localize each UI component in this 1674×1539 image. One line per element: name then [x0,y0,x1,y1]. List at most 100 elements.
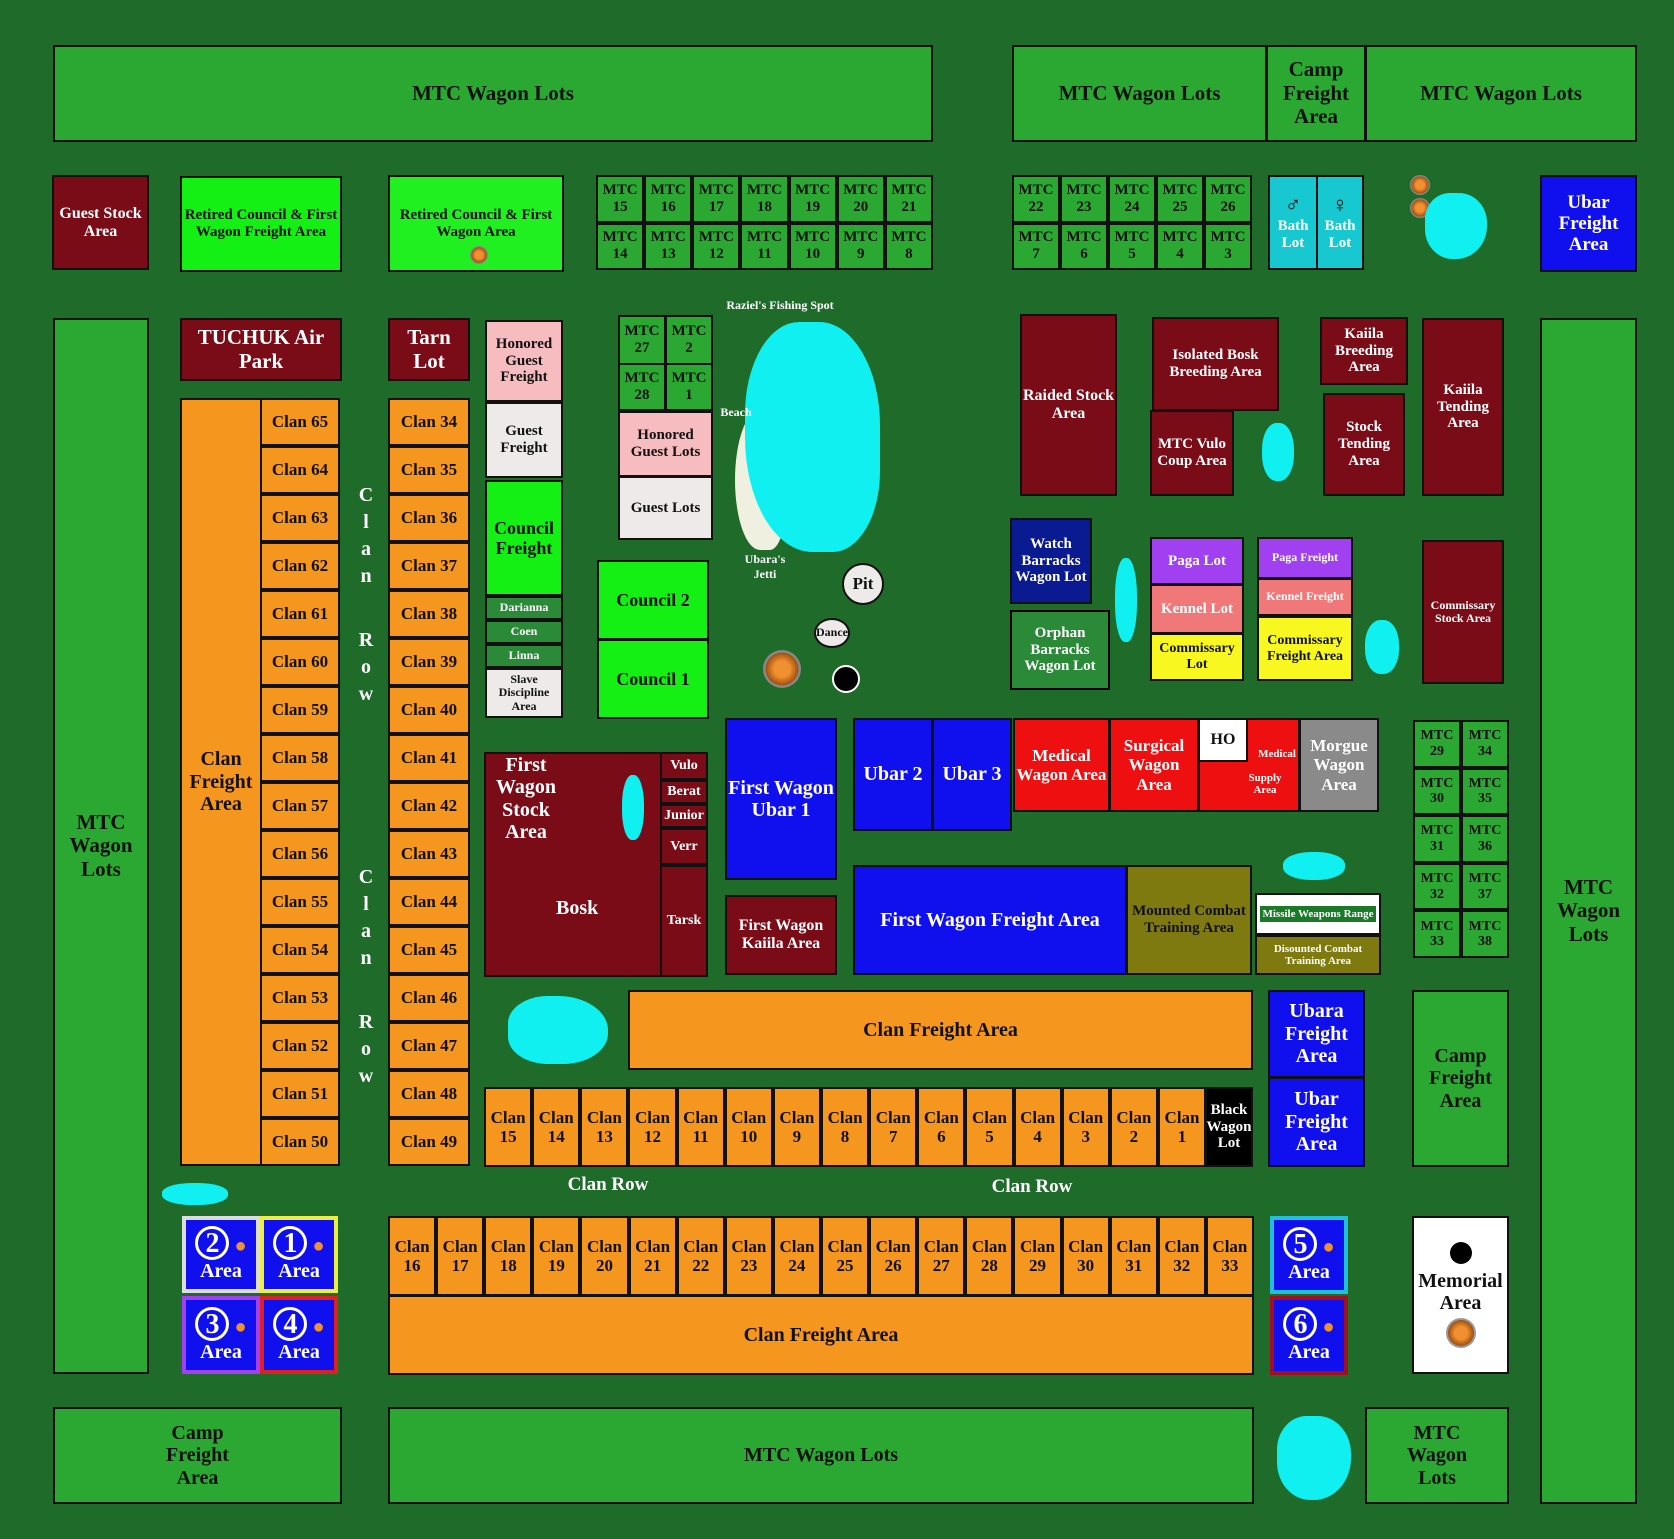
mtc-lot: MTC 9 [836,222,885,270]
mtc-lot: MTC 6 [1060,222,1108,270]
stock-tending-area: Stock Tending Area [1323,393,1405,496]
memorial-area: Memorial Area [1412,1216,1509,1374]
guest-lots: Guest Lots [618,476,713,540]
mtc-lot: MTC 33 [1413,910,1461,958]
kennel-freight: Kennel Freight [1257,578,1353,616]
vulo-lot: Vulo [660,752,708,780]
clan-lot: Clan 57 [260,782,340,830]
skull-icon [1449,1241,1472,1264]
clan-lot: Clan 34 [388,398,470,446]
clan-lot: Clan 21 [628,1216,677,1296]
retired-council-freight: Retired Council & First Wagon Freight Ar… [180,176,342,272]
mtc-wagon-lots-bottom: MTC Wagon Lots [388,1407,1254,1504]
mtc-lot: MTC 35 [1461,767,1509,816]
clan-lot: Clan 38 [388,590,470,638]
clan-row-letter: C [358,484,374,506]
mtc-lot: MTC 19 [788,175,837,223]
clan-lot: Clan 53 [260,974,340,1022]
verr-lot: Verr [660,828,708,865]
junior-lot: Junior [660,804,708,828]
camp-freight-top: Camp Freight Area [1266,45,1366,142]
clan-lot: Clan 8 [820,1087,870,1167]
watch-barracks-wagon-lot: Watch Barracks Wagon Lot [1010,518,1092,604]
clan-lot: Clan 10 [724,1087,773,1167]
ubar-freight-area: Ubar Freight Area [1268,1077,1365,1167]
clan-row-letter: w [358,683,374,705]
tarn-lot: Tarn Lot [388,318,470,381]
clan-row-letter: o [361,656,371,678]
mtc-1: MTC 1 [665,363,713,411]
ubar-freight-top: Ubar Freight Area [1540,175,1637,272]
coen-lot: Coen [485,620,563,644]
area-3: 3 ●Area [182,1296,260,1374]
beach-label: Beach [720,405,752,419]
fire-pit-icon [1410,175,1430,195]
clan-lot: Clan 16 [388,1216,437,1296]
bath-lot-2: ♀Bath Lot [1316,175,1364,270]
mtc-lot: MTC 17 [692,175,741,223]
pond [1277,1416,1351,1500]
clan-row-letter: n [360,565,372,587]
mtc-lot: MTC 13 [644,222,693,270]
ubar-2: Ubar 2 [853,718,933,831]
mtc-lot: MTC 11 [740,222,789,270]
clan-lot: Clan 54 [260,926,340,974]
mtc-wagon-lots-top-left: MTC Wagon Lots [53,45,933,142]
clan-lot: Clan 36 [388,494,470,542]
mtc-lot: MTC 15 [596,175,645,223]
female-icon: ♀ [1331,192,1349,218]
first-wagon-kaiila-area: First Wagon Kaiila Area [725,895,837,975]
orphan-barracks-wagon-lot: Orphan Barracks Wagon Lot [1010,610,1110,690]
clan-lot: Clan 39 [388,638,470,686]
mtc-lot: MTC 31 [1413,815,1461,863]
clan-row-letter: C [358,866,374,888]
mtc-27: MTC 27 [618,315,666,365]
clan-lot: Clan 17 [436,1216,485,1296]
mtc-lot: MTC 26 [1204,175,1252,223]
black-wagon-lot: Black Wagon Lot [1205,1087,1253,1167]
ubar-3: Ubar 3 [932,718,1012,831]
tarsk-lot: Tarsk [660,865,708,977]
clan-lot: Clan 65 [260,398,340,446]
clan-row-letter: n [360,947,372,969]
mtc-lot: MTC 14 [596,222,645,270]
clan-row-letter: l [363,893,369,915]
mtc-lot: MTC 20 [836,175,885,223]
clan-lot: Clan 4 [1013,1087,1062,1167]
mounted-combat-training-area: Mounted Combat Training Area [1126,865,1252,975]
clan-lot: Clan 43 [388,830,470,878]
clan-row-letter: a [361,920,371,942]
mtc-lot: MTC 23 [1060,175,1108,223]
ho-box: HO [1198,718,1248,762]
clan-lot: Clan 64 [260,446,340,494]
pond [1365,620,1399,674]
area-6: 6 ●Area [1270,1296,1348,1375]
honored-guest-freight: Honored Guest Freight [485,320,563,402]
mtc-lot: MTC 34 [1461,720,1509,768]
clan-freight-bottom: Clan Freight Area [388,1295,1254,1375]
disounted-combat-training-area: Disounted Combat Training Area [1255,935,1381,975]
clan-lot: Clan 49 [388,1118,470,1166]
clan-lot: Clan 3 [1061,1087,1110,1167]
clan-row-letter: l [363,511,369,533]
dance-area: Dance [814,618,850,648]
paga-freight: Paga Freight [1257,537,1353,579]
clan-lot: Clan 12 [628,1087,677,1167]
ubaras-jetti-label: Ubara's Jetti [744,552,786,581]
clan-lot: Clan 18 [484,1216,533,1296]
paga-lot: Paga Lot [1150,537,1244,585]
mtc-wagon-lots-bottom-right: MTC Wagon Lots [1365,1407,1509,1504]
mtc-lot: MTC 16 [644,175,693,223]
mtc-2: MTC 2 [665,315,713,365]
clan-row-label-2: Clan Row [991,1176,1073,1197]
mtc-lot: MTC 38 [1461,910,1509,958]
area-5: 5 ●Area [1270,1216,1348,1294]
mtc-lot: MTC 10 [788,222,837,270]
clan-lot: Clan 14 [532,1087,581,1167]
pond [1115,558,1137,642]
mtc-lot: MTC 29 [1413,720,1461,768]
